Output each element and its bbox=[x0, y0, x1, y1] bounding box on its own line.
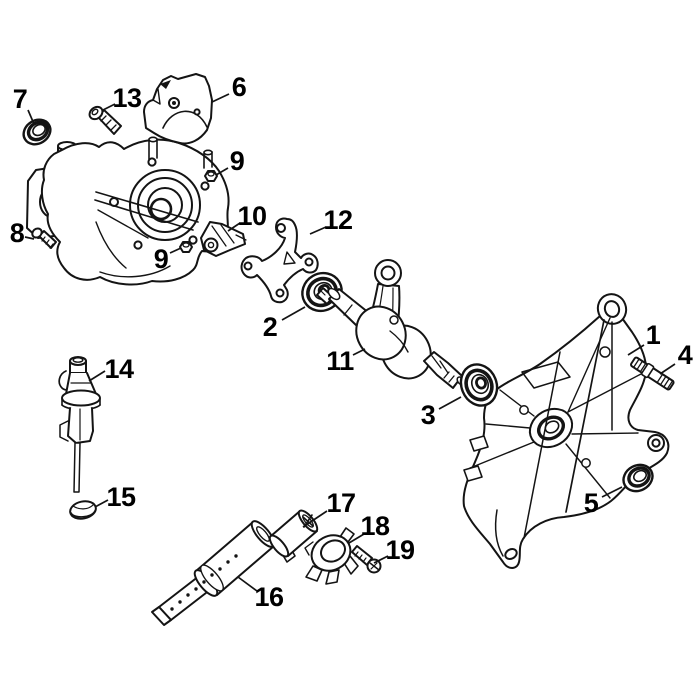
part-leader-12 bbox=[309, 226, 327, 235]
part-leader-8 bbox=[24, 236, 35, 240]
part-leader-9 bbox=[169, 247, 182, 254]
ball-bearing-3-drawing bbox=[459, 363, 499, 407]
part-leader-4 bbox=[659, 363, 676, 375]
part-leader-17 bbox=[302, 510, 328, 528]
part-leader-10 bbox=[227, 222, 241, 232]
sleeve-drawing bbox=[268, 509, 319, 563]
nut-9-upper-drawing bbox=[204, 170, 218, 182]
part-leader-13 bbox=[102, 103, 116, 111]
part-leader-14 bbox=[88, 370, 106, 382]
part-number-15: 15 bbox=[106, 482, 136, 512]
part-number-7: 7 bbox=[13, 84, 28, 114]
part-number-10: 10 bbox=[237, 201, 266, 231]
screw-13-drawing bbox=[88, 105, 122, 135]
oil-seal-left-drawing bbox=[22, 118, 52, 146]
part-leader-7 bbox=[27, 109, 35, 125]
oil-seal-right-drawing bbox=[622, 463, 654, 493]
shroud-cover-drawing bbox=[143, 73, 213, 145]
part-number-4: 4 bbox=[678, 340, 693, 370]
part-number-13: 13 bbox=[112, 83, 142, 113]
pickup-body-drawing bbox=[151, 520, 276, 626]
part-leader-11 bbox=[352, 348, 366, 356]
part-leader-3 bbox=[438, 396, 462, 410]
screw-19-drawing bbox=[351, 545, 382, 574]
bracket-part-10-drawing bbox=[200, 221, 247, 257]
part-leader-2 bbox=[281, 306, 306, 321]
stud-drawing bbox=[630, 356, 675, 391]
gasket-drawing bbox=[240, 217, 319, 304]
part-number-1: 1 bbox=[646, 320, 661, 350]
part-leader-16 bbox=[237, 576, 258, 592]
part-leader-19 bbox=[373, 555, 389, 564]
part-leader-6 bbox=[211, 93, 230, 103]
part-leader-9 bbox=[215, 167, 229, 176]
crankshaft-drawing bbox=[316, 259, 466, 389]
part-number-9: 9 bbox=[230, 146, 245, 176]
part-number-12: 12 bbox=[323, 205, 352, 235]
part-number-18: 18 bbox=[360, 511, 390, 541]
part-leader-18 bbox=[348, 533, 365, 544]
vent-valve-drawing bbox=[58, 356, 101, 493]
part-number-8: 8 bbox=[10, 218, 25, 248]
part-leader-1 bbox=[627, 344, 645, 356]
part-number-16: 16 bbox=[254, 582, 284, 612]
part-number-19: 19 bbox=[385, 535, 415, 565]
part-number-5: 5 bbox=[584, 488, 599, 518]
crankcase-left-half-drawing bbox=[26, 136, 230, 286]
clamp-drawing bbox=[304, 527, 359, 585]
cap-drawing bbox=[69, 500, 97, 520]
nut-9-lower-drawing bbox=[179, 241, 193, 253]
part-number-14: 14 bbox=[104, 354, 134, 384]
part-number-2: 2 bbox=[263, 312, 278, 342]
part-number-3: 3 bbox=[421, 400, 436, 430]
part-number-6: 6 bbox=[232, 72, 247, 102]
part-leader-5 bbox=[601, 486, 623, 498]
crankcase-right-half-drawing bbox=[462, 293, 670, 569]
part-leader-15 bbox=[94, 499, 109, 508]
part-number-11: 11 bbox=[326, 346, 354, 376]
part-number-9: 9 bbox=[154, 244, 169, 274]
screw-8-drawing bbox=[31, 227, 57, 249]
part-number-17: 17 bbox=[326, 488, 355, 518]
